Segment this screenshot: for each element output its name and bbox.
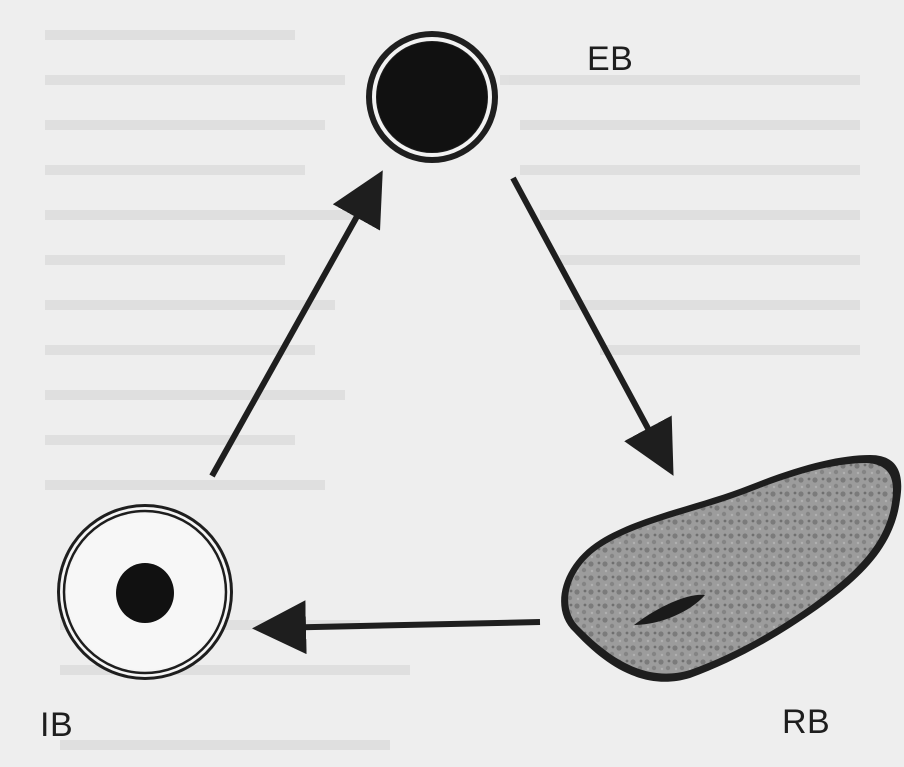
ib-label: IB [40,708,73,742]
arrow-eb-to-rb [513,178,665,460]
eb-label: EB [587,42,633,76]
arrow-ib-to-eb [212,186,374,476]
ib-node [57,504,233,680]
rb-label: RB [782,705,830,739]
rb-node [561,455,901,682]
eb-node [366,31,498,163]
